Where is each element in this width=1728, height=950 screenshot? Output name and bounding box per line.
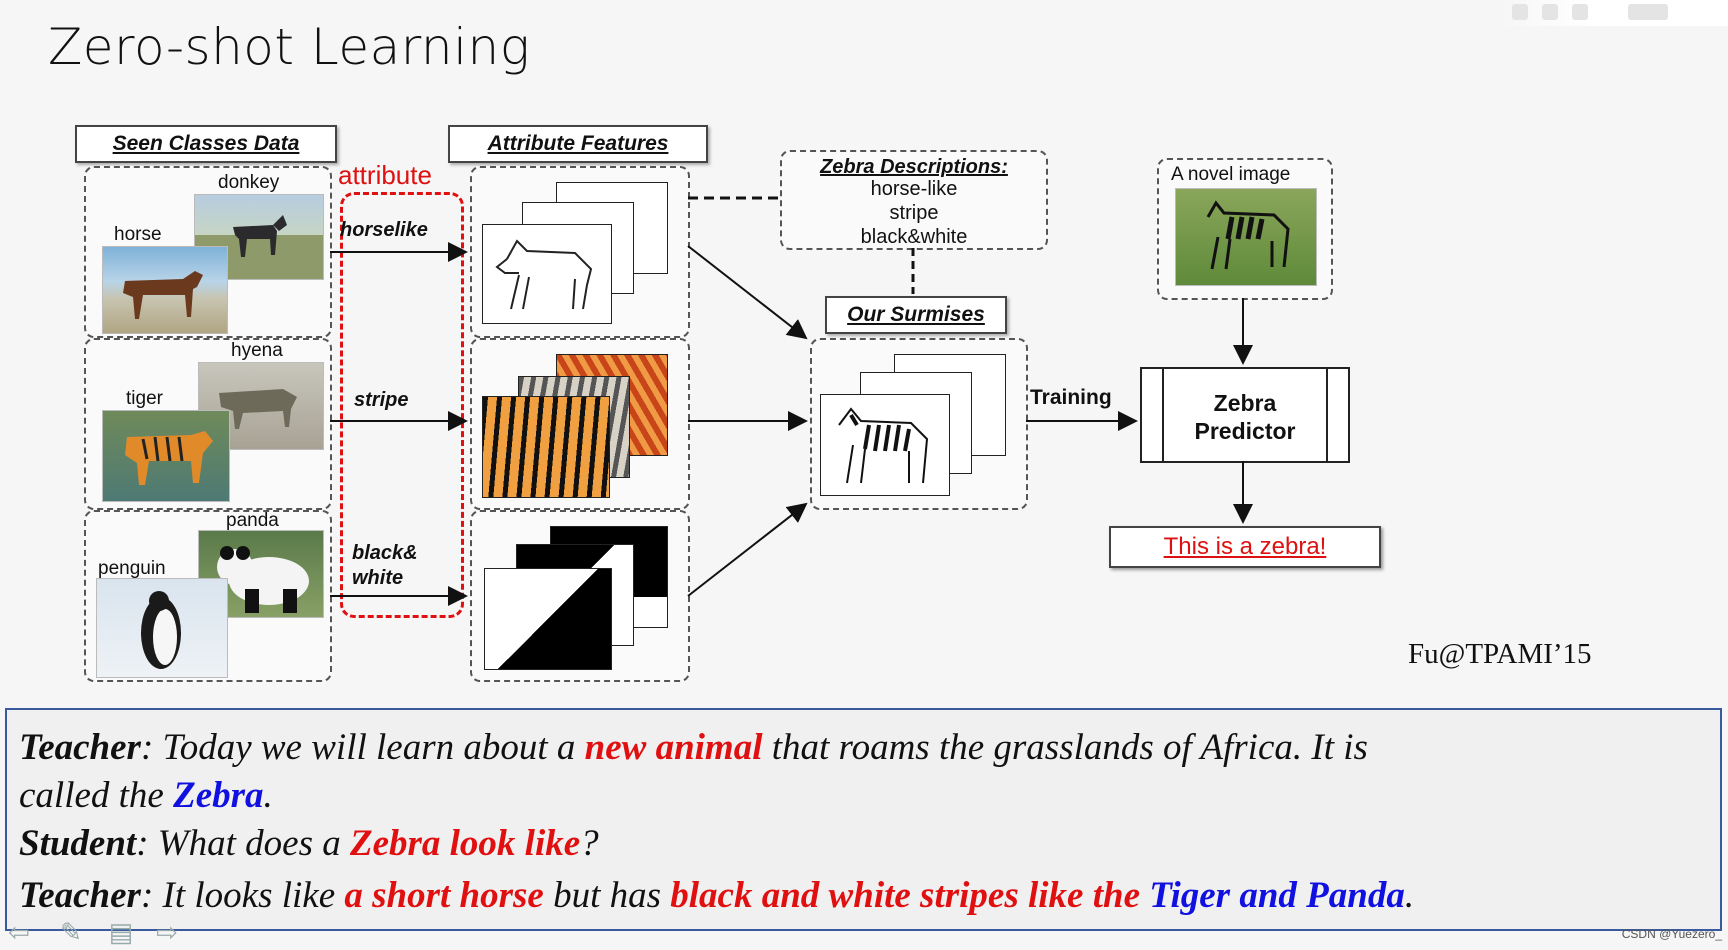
back-arrow-icon[interactable]: ⇦ [8, 917, 30, 947]
horse-outline-card [482, 224, 612, 324]
panda-label: panda [226, 510, 279, 531]
panda-photo [198, 530, 324, 618]
dialogue-line: Teacher: It looks like a short horse but… [19, 875, 1415, 916]
feature-box-stripe [470, 338, 690, 510]
hyena-label: hyena [231, 340, 283, 361]
zebra-descriptions-box: Zebra Descriptions: horse-like stripe bl… [780, 150, 1048, 250]
pen-icon[interactable]: ✎ [60, 917, 82, 947]
novel-image-label: A novel image [1171, 164, 1291, 185]
slide-title: Zero-shot Learning [48, 18, 531, 76]
training-label: Training [1030, 386, 1112, 409]
zebra-sketch-card [820, 394, 950, 496]
feature-box-horselike [470, 166, 690, 338]
tiger-label: tiger [126, 388, 163, 409]
horse-photo [102, 246, 228, 334]
attribute-word: attribute [338, 160, 432, 190]
black-white-card [484, 568, 612, 670]
seen-classes-header: Seen Classes Data [75, 125, 337, 163]
attr-label-horselike: horselike [340, 219, 428, 241]
forward-arrow-icon[interactable]: ⇨ [156, 917, 178, 947]
predictor-line1: Zebra [1213, 390, 1277, 416]
novel-image-box: A novel image [1157, 158, 1333, 300]
penguin-label: penguin [98, 558, 166, 579]
surmises-box [810, 338, 1028, 510]
menu-icon[interactable]: ▤ [108, 917, 134, 947]
penguin-photo [96, 578, 228, 678]
dialogue-line: Teacher: Today we will learn about a new… [19, 727, 1368, 768]
seen-group-horse: donkey horse [84, 166, 332, 338]
attr-label-stripe: stripe [354, 389, 409, 411]
attr-label-black-white: black& white [352, 542, 418, 589]
zebra-photo [1175, 188, 1317, 286]
seen-group-penguin: panda penguin [84, 510, 332, 682]
predictor-line2: Predictor [1194, 418, 1296, 444]
watermark: CSDN @Yuezero_ [1621, 927, 1722, 941]
attribute-bracket [340, 192, 464, 618]
donkey-label: donkey [218, 172, 280, 193]
tiger-stripe-card [482, 396, 610, 498]
seen-group-tiger: hyena tiger [84, 338, 332, 510]
hyena-photo [198, 362, 324, 450]
descriptions-title: Zebra Descriptions: [820, 156, 1008, 178]
attribute-features-header: Attribute Features [448, 125, 708, 163]
feature-box-black-white [470, 510, 690, 682]
result-box: This is a zebra! [1109, 526, 1381, 568]
dialogue-line: Student: What does a Zebra look like? [19, 823, 599, 864]
zebra-predictor-box: Zebra Predictor [1140, 367, 1350, 463]
our-surmises-header: Our Surmises [825, 296, 1007, 334]
description-item: horse-like [870, 178, 958, 200]
dialogue-box: Teacher: Today we will learn about a new… [5, 708, 1722, 931]
description-item: black&white [860, 226, 968, 248]
window-controls [1498, 0, 1728, 26]
citation: Fu@TPAMI’15 [1408, 638, 1592, 670]
tiger-photo [102, 410, 230, 502]
description-item: stripe [889, 202, 939, 224]
dialogue-line: called the Zebra. [19, 775, 273, 816]
horse-label: horse [114, 224, 162, 245]
